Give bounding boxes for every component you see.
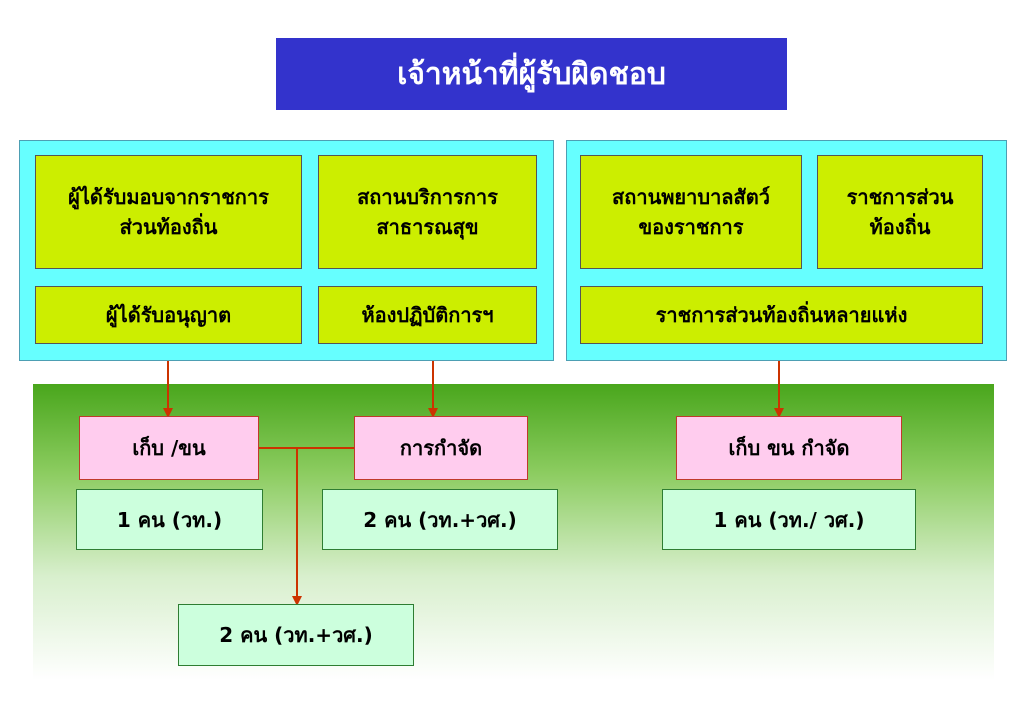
- entity-laboratory-label: ห้องปฏิบัติการฯ: [361, 303, 494, 327]
- entity-public-health-service-label: สถานบริการการสาธารณสุข: [357, 185, 498, 239]
- staff-combined-label: 1 คน (วท./ วศ.): [713, 507, 865, 532]
- entity-multiple-local: ราชการส่วนท้องถิ่นหลายแห่ง: [580, 286, 983, 344]
- process-collect-transport: เก็บ /ขน: [79, 416, 259, 480]
- entity-licensed-label: ผู้ได้รับอนุญาต: [105, 303, 232, 327]
- staff-collect-transport-label: 1 คน (วท.): [116, 507, 223, 532]
- staff-shared-label: 2 คน (วท.+วศ.): [219, 623, 373, 647]
- entity-multiple-local-label: ราชการส่วนท้องถิ่นหลายแห่ง: [655, 303, 908, 327]
- process-disposal: การกำจัด: [354, 416, 528, 480]
- page-title: เจ้าหน้าที่ผู้รับผิดชอบ: [276, 38, 787, 110]
- entity-local-government-label: ราชการส่วนท้องถิ่น: [846, 185, 954, 239]
- process-collect-transport-dispose: เก็บ ขน กำจัด: [676, 416, 902, 480]
- staff-collect-transport: 1 คน (วท.): [76, 489, 263, 550]
- entity-laboratory: ห้องปฏิบัติการฯ: [318, 286, 537, 344]
- staff-combined: 1 คน (วท./ วศ.): [662, 489, 916, 550]
- staff-shared: 2 คน (วท.+วศ.): [178, 604, 414, 666]
- process-collect-transport-dispose-label: เก็บ ขน กำจัด: [728, 436, 850, 460]
- process-disposal-label: การกำจัด: [399, 436, 483, 460]
- entity-public-health-service: สถานบริการการสาธารณสุข: [318, 155, 537, 269]
- process-collect-transport-label: เก็บ /ขน: [132, 436, 206, 460]
- entity-delegated-label: ผู้ได้รับมอบจากราชการส่วนท้องถิ่น: [68, 185, 269, 239]
- entity-animal-hospital-label: สถานพยาบาลสัตว์ของราชการ: [612, 185, 770, 239]
- entity-animal-hospital: สถานพยาบาลสัตว์ของราชการ: [580, 155, 802, 269]
- staff-disposal: 2 คน (วท.+วศ.): [322, 489, 558, 550]
- staff-disposal-label: 2 คน (วท.+วศ.): [363, 507, 517, 532]
- entity-delegated: ผู้ได้รับมอบจากราชการส่วนท้องถิ่น: [35, 155, 302, 269]
- entity-local-government: ราชการส่วนท้องถิ่น: [817, 155, 983, 269]
- entity-licensed: ผู้ได้รับอนุญาต: [35, 286, 302, 344]
